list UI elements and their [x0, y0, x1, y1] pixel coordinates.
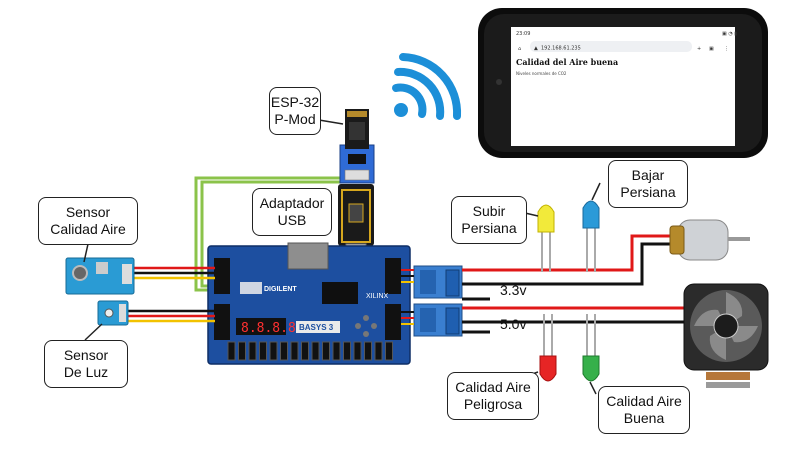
slide-switch — [238, 341, 246, 361]
esp32-module — [339, 109, 375, 184]
slide-switch — [227, 341, 236, 361]
slide-switch — [259, 341, 267, 361]
voltage-3v3-label: 3.3v — [500, 282, 527, 298]
smartphone: 23:09 ▣ ◔ ▮ ⌂ ▲ 192.168.61.235 + ▣ ⋮ Cal… — [478, 8, 768, 158]
slide-switch — [248, 341, 257, 361]
sensor-wires — [126, 266, 215, 323]
callout-usb-line2: USB — [277, 212, 307, 228]
board-brand: DIGILENT — [264, 286, 297, 293]
callout-air-danger-line2: Peligrosa — [463, 396, 523, 412]
led-red — [539, 314, 557, 382]
callout-raise-blind-line2: Persiana — [461, 220, 517, 236]
callout-lower-blind: Bajar Persiana — [608, 160, 688, 208]
callout-raise-blind-line1: Subir — [472, 203, 506, 219]
callout-usb-line1: Adaptador — [259, 195, 325, 211]
output-wires — [462, 234, 694, 334]
slide-switch — [290, 341, 299, 361]
slide-switches — [227, 341, 393, 361]
callout-light-sensor-line2: De Luz — [63, 364, 109, 380]
phone-time: 23:09 — [516, 31, 530, 37]
push-buttons — [355, 315, 377, 337]
relay-connector-wires — [401, 269, 414, 325]
phone-subtext: Niveles normales de CO2 — [516, 71, 567, 76]
slide-switch — [343, 341, 351, 361]
relay-top — [413, 265, 463, 299]
seven-segment-digits: 8.8.8.8 — [241, 321, 296, 336]
led-blue — [582, 200, 600, 272]
wifi-icon — [392, 53, 462, 120]
slide-switch — [364, 341, 372, 361]
basys3-board: DIGILENT XILINX 8.8.8.8 BASYS 3 — [207, 242, 411, 365]
callout-raise-blind: Subir Persiana — [451, 196, 527, 244]
light-sensor — [97, 300, 129, 326]
slide-switch — [332, 341, 341, 361]
callout-air-danger-line1: Calidad Aire — [455, 379, 531, 395]
new-tab-icon[interactable]: + — [697, 46, 701, 52]
callout-air-good: Calidad Aire Buena — [598, 386, 690, 434]
callout-lower-blind-line1: Bajar — [631, 167, 665, 183]
callout-air-sensor-line1: Sensor — [65, 204, 111, 220]
air-quality-sensor — [65, 257, 135, 295]
callout-light-sensor-line1: Sensor — [63, 347, 109, 363]
slide-switch — [311, 341, 320, 361]
phone-url-bar[interactable] — [530, 41, 692, 52]
voltage-5v0-label: 5.0v — [500, 316, 527, 332]
led-green — [582, 314, 600, 382]
slide-switch — [280, 341, 288, 361]
callout-air-good-line1: Calidad Aire — [606, 393, 682, 409]
phone-heading: Calidad del Aire buena — [516, 57, 618, 67]
svg-text:▣ ◔ ▮: ▣ ◔ ▮ — [722, 31, 737, 37]
dc-motor — [669, 219, 750, 261]
slide-switch — [353, 341, 362, 361]
menu-icon[interactable]: ⋮ — [724, 46, 729, 52]
led-yellow — [537, 204, 555, 272]
slide-switch — [269, 341, 278, 361]
slide-switch — [322, 341, 330, 361]
slide-switch — [301, 341, 309, 361]
callout-esp32-line2: P-Mod — [274, 111, 316, 127]
relay-bottom — [413, 303, 463, 337]
callout-esp32: ESP-32 P-Mod — [269, 87, 321, 135]
callout-lower-blind-line2: Persiana — [620, 184, 676, 200]
callout-air-good-line2: Buena — [623, 410, 665, 426]
callout-esp32-line1: ESP-32 — [270, 94, 320, 110]
slide-switch — [385, 341, 393, 361]
cooling-fan — [683, 283, 769, 388]
seven-segment-display — [236, 318, 286, 335]
home-icon[interactable]: ⌂ — [518, 46, 521, 52]
callout-usb-adapter: Adaptador USB — [252, 188, 332, 236]
callout-air-sensor: Sensor Calidad Aire — [38, 197, 138, 245]
callout-light-sensor: Sensor De Luz — [44, 340, 128, 388]
callout-air-sensor-line2: Calidad Aire — [50, 221, 126, 237]
board-model: BASYS 3 — [299, 323, 334, 332]
slide-switch — [374, 341, 383, 361]
callout-air-danger: Calidad Aire Peligrosa — [447, 372, 539, 420]
tabs-icon[interactable]: ▣ — [709, 46, 714, 52]
phone-url: 192.168.61.235 — [541, 46, 581, 52]
board-chip: XILINX — [366, 293, 389, 300]
svg-text:▲: ▲ — [534, 46, 538, 52]
